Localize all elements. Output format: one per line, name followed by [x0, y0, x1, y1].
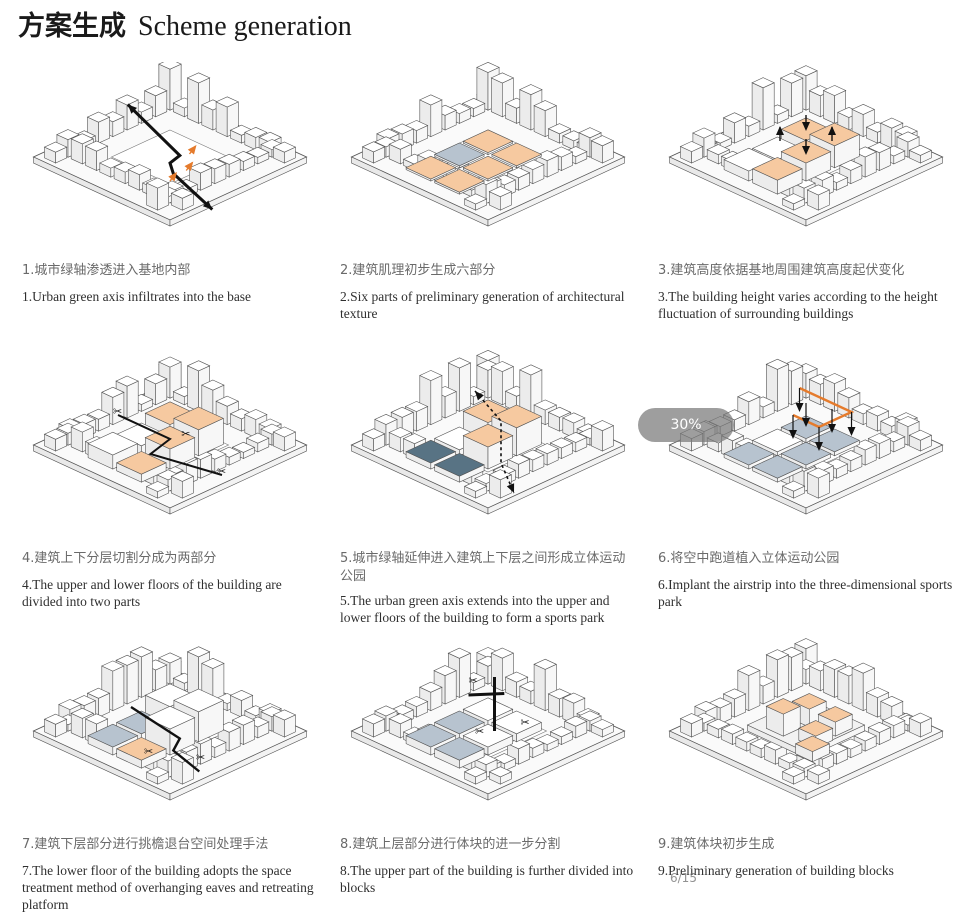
caption-english: 4.The upper and lower floors of the buil… — [22, 576, 322, 610]
axonometric-diagram-4: ✂ ✂ ✂ — [20, 350, 320, 550]
svg-text:✂: ✂ — [521, 716, 530, 729]
title-chinese: 方案生成 — [18, 4, 126, 43]
svg-text:✂: ✂ — [217, 465, 226, 478]
caption-chinese: 9.建筑体块初步生成 — [658, 836, 954, 854]
caption-english: 5.The urban green axis extends into the … — [340, 592, 640, 626]
step-panel-6: 6.将空中跑道植入立体运动公园 6.Implant the airstrip in… — [656, 350, 956, 620]
axonometric-diagram-8: ✂ ✂ ✂ — [338, 636, 638, 836]
caption-chinese: 7.建筑下层部分进行挑檐退台空间处理手法 — [22, 836, 318, 854]
step-panel-2: 2.建筑肌理初步生成六部分 2.Six parts of preliminary … — [338, 62, 638, 332]
caption-english: 6.Implant the airstrip into the three-di… — [658, 576, 958, 610]
svg-text:✂: ✂ — [475, 725, 484, 738]
zoom-level-badge[interactable]: 30% — [638, 408, 734, 442]
svg-text:✂: ✂ — [113, 405, 122, 418]
caption-chinese: 2.建筑肌理初步生成六部分 — [340, 262, 636, 280]
title-english: Scheme generation — [138, 11, 352, 43]
svg-text:✂: ✂ — [144, 745, 153, 758]
caption-english: 7.The lower floor of the building adopts… — [22, 862, 322, 913]
caption-english: 9.Preliminary generation of building blo… — [658, 862, 958, 879]
axonometric-diagram-2 — [338, 62, 638, 262]
page-title: 方案生成 Scheme generation — [18, 4, 352, 44]
step-panel-8: ✂ ✂ ✂ 8.建筑上层部分进行体块的进一步分割 8.The upper part of… — [338, 636, 638, 906]
axonometric-diagram-1 — [20, 62, 320, 262]
caption-chinese: 5.城市绿轴延伸进入建筑上下层之间形成立体运动公园 — [340, 550, 636, 586]
caption-chinese: 8.建筑上层部分进行体块的进一步分割 — [340, 836, 636, 854]
caption-chinese: 6.将空中跑道植入立体运动公园 — [658, 550, 954, 568]
axonometric-diagram-6 — [656, 350, 956, 550]
page-indicator: 6/15 — [670, 871, 697, 885]
axonometric-diagram-7: ✂✂ — [20, 636, 320, 836]
caption-english: 1.Urban green axis infiltrates into the … — [22, 288, 322, 305]
axonometric-diagram-3 — [656, 62, 956, 262]
svg-text:✂: ✂ — [469, 674, 478, 687]
caption-english: 8.The upper part of the building is furt… — [340, 862, 640, 896]
svg-text:✂: ✂ — [196, 751, 205, 764]
axonometric-diagram-9 — [656, 636, 956, 836]
caption-english: 3.The building height varies according t… — [658, 288, 958, 322]
step-panel-3: 3.建筑高度依据基地周围建筑高度起伏变化 3.The building heigh… — [656, 62, 956, 332]
caption-chinese: 1.城市绿轴渗透进入基地内部 — [22, 262, 318, 280]
svg-text:✂: ✂ — [181, 428, 190, 441]
caption-english: 2.Six parts of preliminary generation of… — [340, 288, 640, 322]
caption-chinese: 3.建筑高度依据基地周围建筑高度起伏变化 — [658, 262, 954, 280]
caption-chinese: 4.建筑上下分层切割分成为两部分 — [22, 550, 318, 568]
axonometric-diagram-5 — [338, 350, 638, 550]
step-panel-4: ✂ ✂ ✂ 4.建筑上下分层切割分成为两部分 4.The upper and lower… — [20, 350, 320, 620]
step-panel-9: 9.建筑体块初步生成 9.Preliminary generation of bu… — [656, 636, 956, 906]
step-panel-1: 1.城市绿轴渗透进入基地内部 1.Urban green axis infiltr… — [20, 62, 320, 332]
